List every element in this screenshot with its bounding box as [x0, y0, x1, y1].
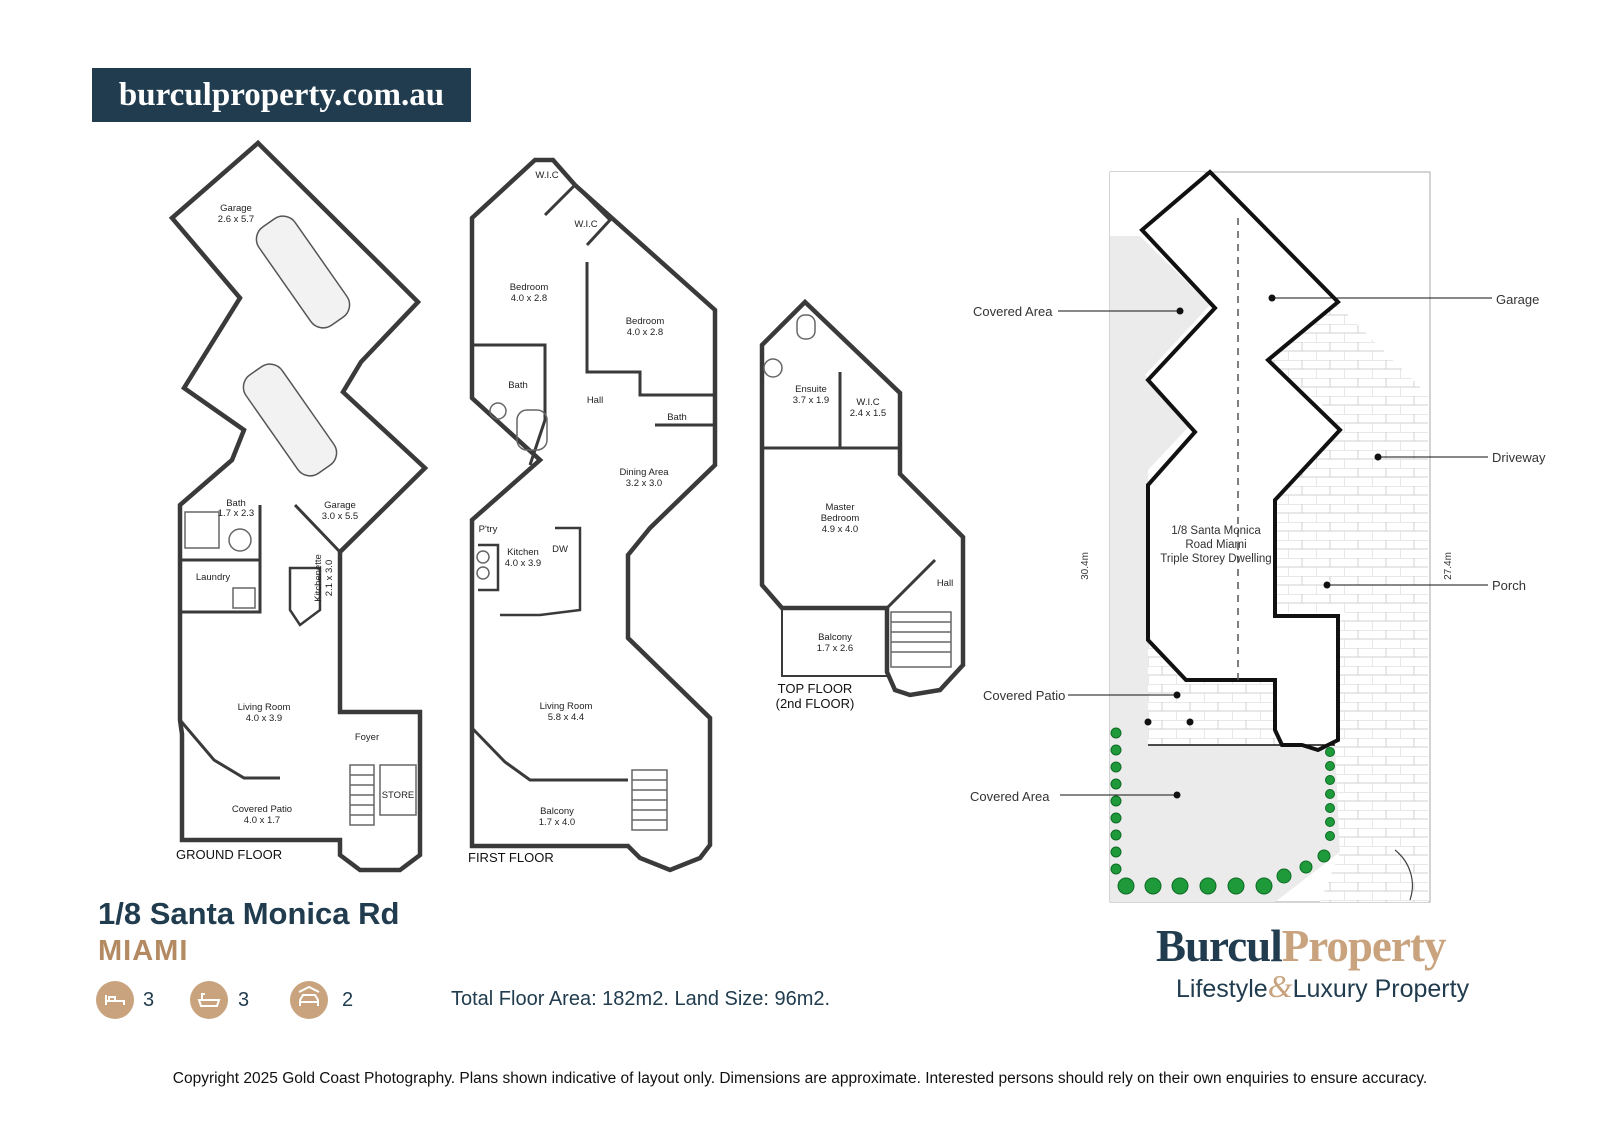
room-label: Bedroom [626, 316, 665, 327]
room-label: W.I.C [856, 397, 879, 408]
room-label: Hall [937, 578, 953, 589]
room-dims: 2.1 x 3.0 [324, 560, 335, 596]
room-dims: 4.0 x 3.9 [505, 558, 541, 569]
room-dims: 4.9 x 4.0 [822, 524, 858, 535]
room-label: Bath [667, 412, 687, 423]
room-label: Covered Patio [232, 804, 292, 815]
label-covered-area: Covered Area [973, 304, 1053, 319]
car-count: 2 [342, 989, 354, 1011]
label-covered-area: Covered Area [970, 789, 1050, 804]
logo-word-2: Property [1281, 921, 1447, 971]
tagline-part-1: Lifestyle [1176, 975, 1268, 1003]
room-label: Living Room [540, 701, 593, 712]
first-floor-walls [469, 157, 718, 873]
room-label: W.I.C [574, 219, 597, 230]
room-dims: 1.7 x 2.3 [218, 508, 254, 519]
car-icon [290, 981, 328, 1019]
room-label: Garage [324, 500, 356, 511]
bath-icon [190, 981, 228, 1019]
room-label: W.I.C [535, 170, 558, 181]
room-dims: 5.8 x 4.4 [548, 712, 584, 723]
room-label: Laundry [196, 572, 231, 583]
room-label: DW [552, 544, 568, 555]
room-label: Ensuite [795, 384, 827, 395]
copyright-notice: Copyright 2025 Gold Coast Photography. P… [172, 1070, 1428, 1087]
dwelling-label: Triple Storey Dwelling [1160, 553, 1271, 565]
floor-label-ground: GROUND FLOOR [176, 847, 282, 862]
dwelling-label: Road Miami [1185, 539, 1246, 551]
logo-word-1: Burcul [1156, 921, 1283, 971]
dwelling-outline [1139, 169, 1343, 753]
room-dims: 4.0 x 2.8 [627, 327, 663, 338]
listing-address: 1/8 Santa Monica Rd [98, 896, 400, 931]
tagline-part-2: Luxury Property [1292, 975, 1470, 1003]
room-dims: 3.7 x 1.9 [793, 395, 829, 406]
bathroom-count: 3 [238, 989, 250, 1011]
tagline-ampersand: & [1267, 968, 1293, 1004]
floor-label-first: FIRST FLOOR [468, 850, 554, 865]
room-dims: 1.7 x 4.0 [539, 817, 575, 828]
room-label: Kitchenette [313, 554, 324, 602]
room-label: Bedroom [821, 513, 860, 524]
ground-floor-walls [168, 139, 429, 873]
room-dims: 2.4 x 1.5 [850, 408, 886, 419]
room-label: Garage [220, 203, 252, 214]
room-label: Bath [226, 498, 246, 509]
listing-suburb: MIAMI [98, 935, 189, 967]
room-label: Hall [587, 395, 603, 406]
dimension-right: 27.4m [1443, 552, 1454, 580]
room-label: Living Room [238, 702, 291, 713]
room-label: Dining Area [619, 467, 669, 478]
company-logo: BurculProperty [1156, 920, 1447, 972]
hedge [1110, 727, 1335, 895]
dwelling-label: 1/8 Santa Monica [1171, 525, 1261, 537]
label-garage: Garage [1496, 292, 1539, 307]
room-dims: 3.2 x 3.0 [626, 478, 662, 489]
top-floor-walls [759, 298, 966, 698]
room-label: Bedroom [510, 282, 549, 293]
car-drawing [242, 215, 351, 477]
dimension-left: 30.4m [1080, 552, 1091, 580]
room-label: Kitchen [507, 547, 539, 558]
room-label: Balcony [818, 632, 852, 643]
label-covered-patio: Covered Patio [983, 688, 1065, 703]
room-label: Balcony [540, 806, 574, 817]
area-summary: Total Floor Area: 182m2. Land Size: 96m2… [451, 988, 831, 1010]
logo-tagline: Lifestyle&Luxury Property [1176, 968, 1469, 1005]
room-label: Master [825, 502, 854, 513]
room-label: P'try [479, 524, 498, 535]
room-dims: 4.0 x 3.9 [246, 713, 282, 724]
room-label: STORE [382, 790, 415, 801]
label-driveway: Driveway [1492, 450, 1546, 465]
website-badge[interactable]: burculproperty.com.au [92, 68, 471, 122]
bed-icon [96, 981, 134, 1019]
room-dims: 4.0 x 1.7 [244, 815, 280, 826]
room-label: Bath [508, 380, 528, 391]
floor-label-top-sub: (2nd FLOOR) [776, 696, 855, 711]
room-dims: 3.0 x 5.5 [322, 511, 358, 522]
label-porch: Porch [1492, 578, 1526, 593]
room-label: Foyer [355, 732, 379, 743]
room-dims: 2.6 x 5.7 [218, 214, 254, 225]
room-dims: 4.0 x 2.8 [511, 293, 547, 304]
floor-label-top: TOP FLOOR [778, 681, 853, 696]
bedroom-count: 3 [143, 989, 155, 1011]
room-dims: 1.7 x 2.6 [817, 643, 853, 654]
